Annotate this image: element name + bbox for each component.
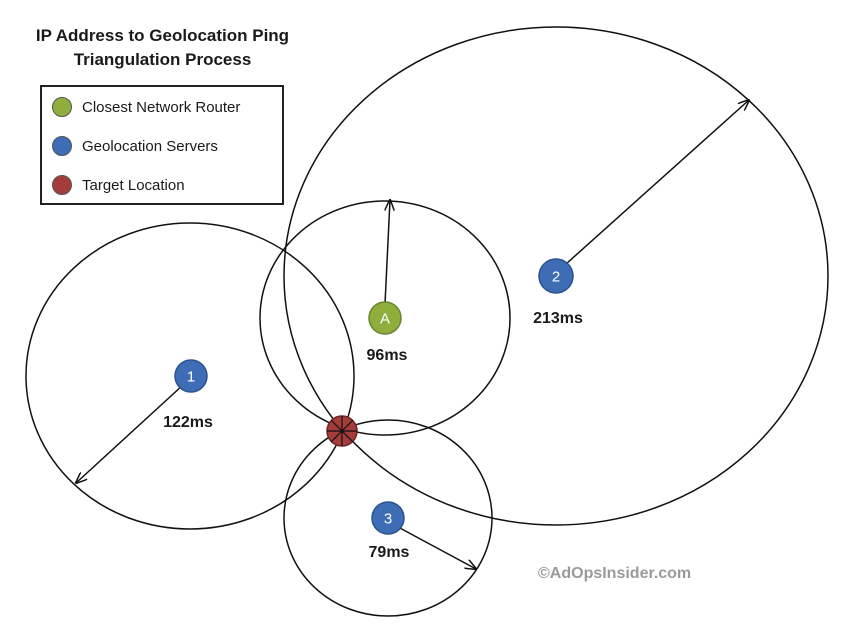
server1-node-label: 1 [187,369,195,386]
router-radius-arrow [384,200,390,305]
server1-radius-arrow [76,384,184,483]
server-swatch-icon [52,136,72,156]
title-line-2: Triangulation Process [73,50,252,69]
copyright-text: ©AdOpsInsider.com [538,565,691,582]
legend-label-target: Target Location [82,176,185,194]
router-ping-label: 96ms [367,347,408,364]
server3-radius-arrow [397,526,476,569]
server2-radius-arrow [565,100,749,265]
server1-range-circle [25,222,355,530]
server2-node-label: 2 [552,269,560,286]
legend-label-servers: Geolocation Servers [82,137,218,155]
legend-item-target: Target Location [52,175,185,195]
diagram-title: IP Address to Geolocation Ping Triangula… [10,24,315,72]
server3-node-label: 3 [384,511,392,528]
legend-item-servers: Geolocation Servers [52,136,218,156]
legend: Closest Network Router Geolocation Serve… [40,85,284,205]
server2-range-circle [283,26,829,526]
title-line-1: IP Address to Geolocation Ping [35,26,290,45]
server2-ping-label: 213ms [533,310,583,327]
router-node-label: A [380,311,390,328]
server2-node: 2 [538,258,574,294]
server1-ping-label: 122ms [163,414,213,431]
server3-range-circle [283,419,493,617]
server3-node: 3 [371,501,405,535]
server1-node: 1 [174,359,208,393]
target-swatch-icon [52,175,72,195]
server3-ping-label: 79ms [369,544,410,561]
target-location-marker [326,415,358,447]
router-swatch-icon [52,97,72,117]
router-node: A [368,301,402,335]
legend-label-router: Closest Network Router [82,98,241,116]
legend-item-router: Closest Network Router [52,97,240,117]
